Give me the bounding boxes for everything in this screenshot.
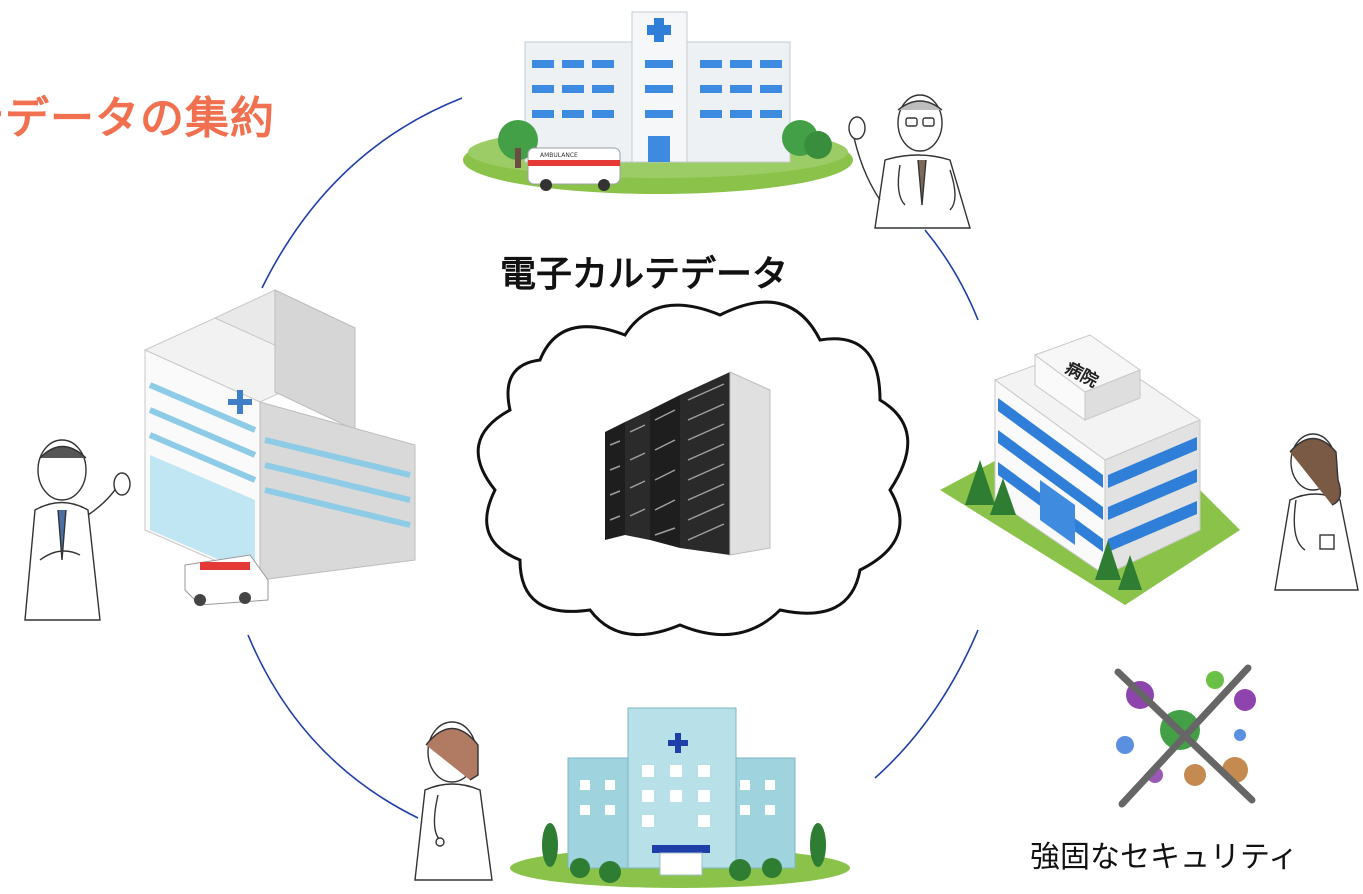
arc-bottom-right <box>874 629 979 779</box>
security-virus-illustration <box>1114 664 1256 808</box>
doctor-male-glasses-illustration <box>848 94 971 229</box>
doctor-female-bottom-illustration <box>414 721 493 881</box>
page-title: テデータの集約 <box>0 93 275 144</box>
hospital-left-illustration <box>143 289 416 606</box>
arc-top-left <box>261 97 463 289</box>
ambulance-text: AMBULANCE <box>540 152 578 159</box>
security-label: 強固なセキュリティ <box>1030 841 1299 874</box>
arc-top-right <box>924 229 979 321</box>
hospital-bottom-illustration <box>510 707 850 888</box>
hospital-right-illustration <box>940 334 1240 605</box>
hospital-top-illustration: AMBULANCE <box>463 11 853 194</box>
center-label: 電子カルテデータ <box>500 254 789 295</box>
doctor-male-left-illustration <box>24 439 131 621</box>
doctor-female-right-illustration <box>1274 433 1359 591</box>
cloud-server-illustration <box>476 300 910 637</box>
cross-mark <box>1114 664 1256 808</box>
arc-bottom-left <box>247 634 419 819</box>
connector-arcs <box>247 97 979 819</box>
server-racks <box>605 371 771 556</box>
